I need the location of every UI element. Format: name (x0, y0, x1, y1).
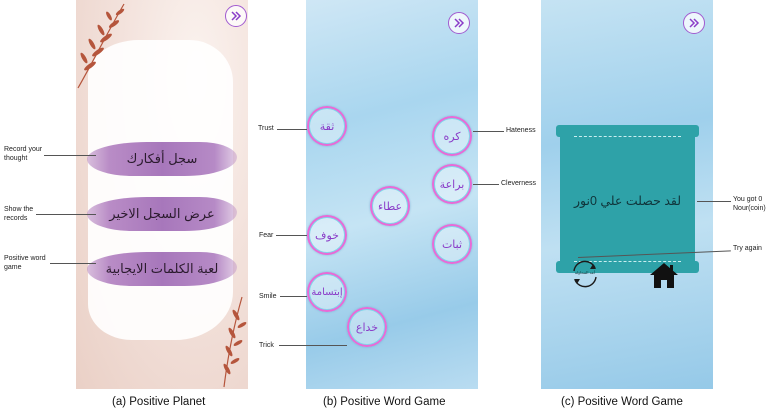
leader-line (276, 235, 307, 236)
screen-game-result: لقد حصلت علي 0نور أعد المحاولة (541, 0, 713, 389)
retry-label: أعد المحاولة (574, 270, 596, 275)
leaf-branch-icon (77, 3, 125, 89)
paper-wash (88, 40, 233, 340)
next-button[interactable] (683, 12, 705, 34)
leaf-branch-icon (223, 296, 247, 388)
word-bubble-stability[interactable]: ثبات (432, 224, 472, 264)
result-text: لقد حصلت علي 0نور (573, 194, 682, 208)
result-card: لقد حصلت علي 0نور أعد المحاولة (556, 125, 699, 288)
dashed-divider (574, 136, 681, 137)
annotation-fear: Fear (259, 232, 274, 239)
word-bubble-giving[interactable]: عطاء (370, 186, 410, 226)
retry-button[interactable]: أعد المحاولة (569, 259, 601, 289)
caption-a: (a) Positive Planet (112, 396, 206, 408)
retry-arrows-icon (573, 260, 597, 288)
leader-line (277, 129, 307, 130)
word-bubble-trick[interactable]: خداع (347, 307, 387, 347)
home-button[interactable] (649, 261, 679, 289)
annotation-trust: Trust (258, 125, 274, 132)
leader-line (279, 345, 347, 346)
leader-line (280, 296, 307, 297)
annotation-cleverness: Cleverness (501, 180, 537, 187)
word-text: كره (443, 130, 461, 143)
menu-label: سجل أفكارك (126, 151, 198, 166)
positive-word-game-button[interactable]: لعبة الكلمات الايجابية (87, 252, 237, 286)
caption-c: (c) Positive Word Game (561, 396, 683, 408)
next-button[interactable] (448, 12, 470, 34)
leader-line (50, 263, 96, 264)
annotation-hateness: Hateness (506, 127, 536, 134)
annotation-smile: Smile (259, 293, 277, 300)
screen-positive-planet: سجل أفكارك عرض السجل الاخير لعبة الكلمات… (76, 0, 248, 389)
screen-positive-word-game: ثقة كره عطاء براعة خوف ثبات إبتسامة خداع (306, 0, 478, 389)
word-text: خداع (355, 321, 379, 334)
word-bubble-smile[interactable]: إبتسامة (307, 272, 347, 312)
chevron-right-double-icon (689, 18, 700, 28)
word-bubble-hateness[interactable]: كره (432, 116, 472, 156)
leader-line (44, 155, 96, 156)
leader-line (473, 184, 499, 185)
annotation-positive-word-game: Positive word game (4, 255, 46, 271)
word-bubble-trust[interactable]: ثقة (307, 106, 347, 146)
annotation-trick: Trick (259, 342, 274, 349)
word-text: ثقة (319, 120, 335, 133)
record-thought-button[interactable]: سجل أفكارك (87, 142, 237, 176)
card-top-edge (556, 125, 699, 137)
word-text: عطاء (377, 200, 403, 213)
chevron-right-double-icon (454, 18, 465, 28)
word-text: إبتسامة (311, 286, 343, 298)
leader-line (473, 131, 504, 132)
annotation-try-again: Try again (733, 245, 762, 252)
word-text: براعة (439, 178, 465, 191)
menu-label: لعبة الكلمات الايجابية (105, 261, 219, 276)
word-text: خوف (315, 229, 339, 242)
word-bubble-fear[interactable]: خوف (307, 215, 347, 255)
word-text: ثبات (441, 238, 463, 251)
leader-line (697, 201, 731, 202)
annotation-record-thought: Record your thought (4, 146, 43, 162)
menu-label: عرض السجل الاخير (109, 206, 215, 221)
home-icon (650, 263, 678, 288)
annotation-result: You got 0 Nour(coin) (733, 196, 766, 212)
chevron-right-double-icon (231, 11, 242, 21)
annotation-show-records: Show the records (4, 206, 34, 222)
dashed-divider (574, 261, 681, 262)
word-bubble-cleverness[interactable]: براعة (432, 164, 472, 204)
show-records-button[interactable]: عرض السجل الاخير (87, 197, 237, 231)
caption-b: (b) Positive Word Game (323, 396, 446, 408)
leader-line (36, 214, 96, 215)
next-button[interactable] (225, 5, 247, 27)
